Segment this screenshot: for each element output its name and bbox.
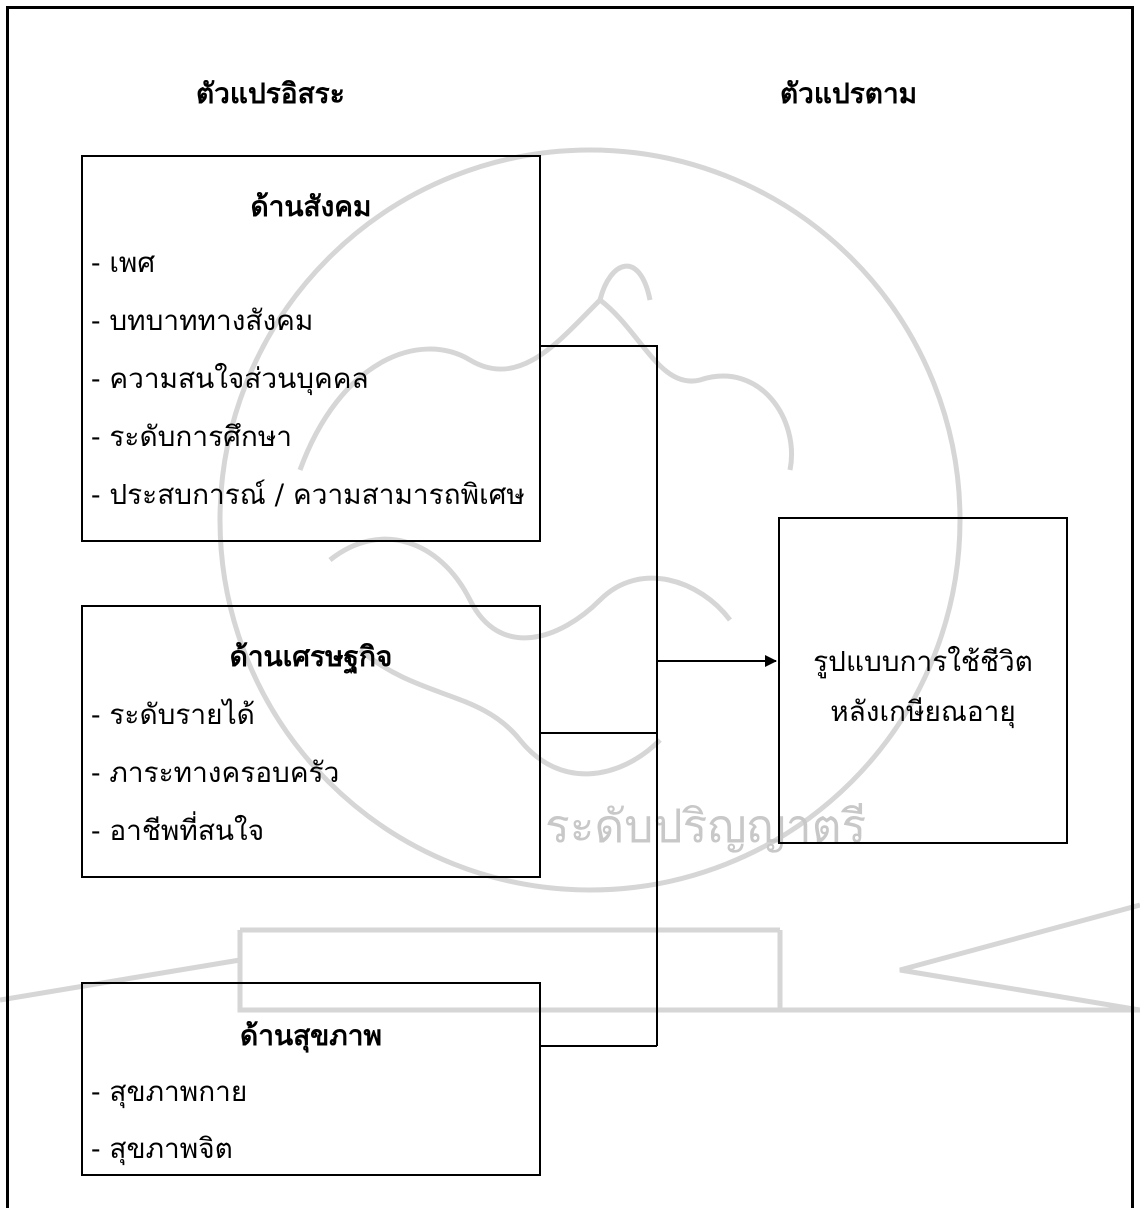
social-item: - ประสบการณ์ / ความสามารถพิเศษ [91,478,525,511]
health-item: - สุขภาพกาย [91,1075,248,1108]
social-item: - บทบาททางสังคม [91,304,314,337]
health-factor-box: ด้านสุขภาพ - สุขภาพกาย - สุขภาพจิต [81,982,541,1176]
diagram-frame [6,6,1134,1208]
economic-item: - ภาระทางครอบครัว [91,756,340,789]
health-item: - สุขภาพจิต [91,1132,233,1165]
social-factor-box: ด้านสังคม - เพศ - บทบาททางสังคม - ความสน… [81,155,541,542]
economic-box-title: ด้านเศรษฐกิจ [229,640,393,673]
dependent-variable-header: ตัวแปรตาม [780,77,918,110]
social-item: - เพศ [91,246,156,279]
connector-social [541,345,658,1046]
social-item: - ความสนใจส่วนบุคคล [91,362,369,395]
watermark-text: ระดับปริญญาตรี [545,799,867,853]
dependent-variable-box: รูปแบบการใช้ชีวิต หลังเกษียณอายุ [778,517,1068,844]
dependent-variable-label-line2: หลังเกษียณอายุ [830,695,1016,728]
economic-item: - ระดับรายได้ [91,698,255,731]
economic-item: - อาชีพที่สนใจ [91,814,265,847]
independent-variable-header: ตัวแปรอิสระ [196,77,345,110]
social-box-title: ด้านสังคม [250,190,372,223]
health-box-title: ด้านสุขภาพ [240,1019,382,1052]
economic-factor-box: ด้านเศรษฐกิจ - ระดับรายได้ - ภาระทางครอบ… [81,605,541,878]
dependent-variable-label-line1: รูปแบบการใช้ชีวิต [813,645,1033,678]
social-item: - ระดับการศึกษา [91,420,293,453]
